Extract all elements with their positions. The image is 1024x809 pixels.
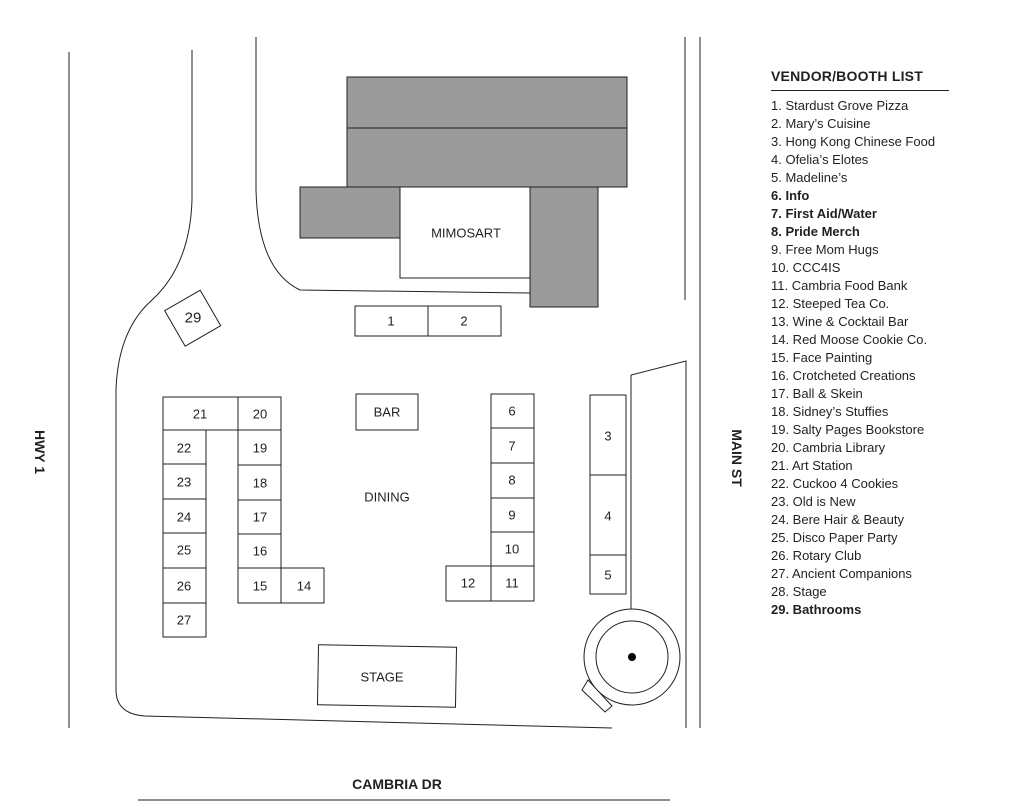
booth-5-label: 5 — [604, 568, 611, 583]
booth-14[interactable] — [280, 567, 325, 604]
booth-19[interactable] — [237, 429, 282, 466]
plaza-boundary — [115, 50, 613, 729]
booth-12[interactable] — [445, 565, 492, 602]
legend-item: 2. Mary’s Cuisine — [771, 116, 871, 131]
legend-item: 13. Wine & Cocktail Bar — [771, 314, 909, 329]
legend-item: 18. Sidney’s Stuffies — [771, 404, 889, 419]
plaza-east-edge — [630, 360, 687, 728]
booth-9[interactable] — [490, 497, 535, 533]
booth-7-label: 7 — [508, 439, 515, 454]
booth-4[interactable] — [589, 474, 627, 556]
booth-24[interactable] — [162, 498, 207, 534]
booth-12-label: 12 — [461, 576, 475, 591]
legend-item: 11. Cambria Food Bank — [771, 278, 908, 293]
legend-item: 12. Steeped Tea Co. — [771, 296, 890, 311]
stage-area[interactable] — [316, 644, 458, 708]
legend-item: 16. Crotcheted Creations — [771, 368, 916, 383]
legend-item: 1. Stardust Grove Pizza — [771, 98, 909, 113]
booth-18[interactable] — [237, 464, 282, 501]
legend-item: 22. Cuckoo 4 Cookies — [771, 476, 899, 491]
street-label-cambria-dr: CAMBRIA DR — [352, 776, 442, 792]
booth-21-label: 21 — [193, 407, 207, 422]
building-roof-upper — [346, 76, 628, 129]
legend-item: 15. Face Painting — [771, 350, 873, 365]
booth-16[interactable] — [237, 533, 282, 569]
building-east-wing — [529, 186, 599, 308]
legend-item: 6. Info — [771, 188, 810, 203]
booth-23-label: 23 — [177, 475, 191, 490]
booth-18-label: 18 — [253, 476, 267, 491]
booth-20[interactable] — [237, 396, 282, 431]
legend-item: 21. Art Station — [771, 458, 853, 473]
booth-10-label: 10 — [505, 542, 519, 557]
legend-item: 17. Ball & Skein — [771, 386, 863, 401]
building-west-wing — [299, 186, 401, 239]
booth-6-label: 6 — [508, 404, 515, 419]
booth-9-label: 9 — [508, 508, 515, 523]
bar-label: BAR — [374, 405, 401, 420]
legend-item: 27. Ancient Companions — [771, 566, 912, 581]
street-label-hwy1: HWY 1 — [32, 430, 48, 474]
legend-item: 23. Old is New — [771, 494, 856, 509]
booth-15[interactable] — [237, 567, 282, 604]
legend-item: 7. First Aid/Water — [771, 206, 877, 221]
legend-item: 5. Madeline’s — [771, 170, 848, 185]
bar-area[interactable] — [355, 393, 419, 431]
mimosart-label: MIMOSART — [431, 226, 501, 241]
booth-25-label: 25 — [177, 543, 191, 558]
booth-11[interactable] — [490, 565, 535, 602]
booth-16-label: 16 — [253, 544, 267, 559]
stage-label: STAGE — [360, 670, 403, 685]
booth-27-label: 27 — [177, 613, 191, 628]
booth-2-label: 2 — [460, 314, 467, 329]
legend-item: 24. Bere Hair & Beauty — [771, 512, 904, 527]
legend-item: 20. Cambria Library — [771, 440, 886, 455]
booth-19-label: 19 — [253, 441, 267, 456]
fountain-icon — [581, 608, 681, 713]
booth-14-label: 14 — [297, 579, 311, 594]
booth-3-label: 3 — [604, 429, 611, 444]
booth-23[interactable] — [162, 463, 207, 500]
booth-2[interactable] — [427, 305, 502, 337]
booth-24-label: 24 — [177, 510, 191, 525]
legend-item: 19. Salty Pages Bookstore — [771, 422, 925, 437]
legend-item: 28. Stage — [771, 584, 827, 599]
building-lot-outline — [255, 37, 531, 294]
legend-item: 29. Bathrooms — [771, 602, 862, 617]
legend-item: 3. Hong Kong Chinese Food — [771, 134, 936, 149]
booth-20-label: 20 — [253, 407, 267, 422]
booth-29-label: 29 — [185, 310, 202, 327]
booth-26-label: 26 — [177, 579, 191, 594]
booth-8[interactable] — [490, 462, 535, 499]
legend-list: 1. Stardust Grove Pizza 2. Mary’s Cuisine… — [771, 97, 961, 619]
dining-label: DINING — [364, 490, 410, 505]
legend-item: 10. CCC4IS — [771, 260, 841, 275]
booth-22[interactable] — [162, 429, 207, 465]
vendor-booth-legend: VENDOR/BOOTH LIST 1. Stardust Grove Pizz… — [771, 68, 961, 619]
building-roof-lower — [346, 127, 628, 188]
booth-22-label: 22 — [177, 441, 191, 456]
legend-title: VENDOR/BOOTH LIST — [771, 68, 949, 91]
booth-4-label: 4 — [604, 509, 611, 524]
street-label-main-st: MAIN ST — [729, 429, 745, 487]
booth-11-label: 11 — [505, 576, 519, 591]
booth-17-label: 17 — [253, 510, 267, 525]
legend-item: 26. Rotary Club — [771, 548, 862, 563]
booth-5[interactable] — [589, 554, 627, 595]
booth-27[interactable] — [162, 602, 207, 638]
legend-item: 9. Free Mom Hugs — [771, 242, 879, 257]
booth-15-label: 15 — [253, 579, 267, 594]
legend-item: 8. Pride Merch — [771, 224, 860, 239]
legend-item: 25. Disco Paper Party — [771, 530, 898, 545]
booth-1-label: 1 — [387, 314, 394, 329]
legend-item: 4. Ofelia’s Elotes — [771, 152, 869, 167]
booth-25[interactable] — [162, 532, 207, 569]
booth-26[interactable] — [162, 567, 207, 604]
legend-item: 14. Red Moose Cookie Co. — [771, 332, 928, 347]
booth-21[interactable] — [162, 396, 239, 431]
booth-6[interactable] — [490, 393, 535, 429]
booth-29[interactable] — [163, 289, 222, 347]
booth-8-label: 8 — [508, 473, 515, 488]
